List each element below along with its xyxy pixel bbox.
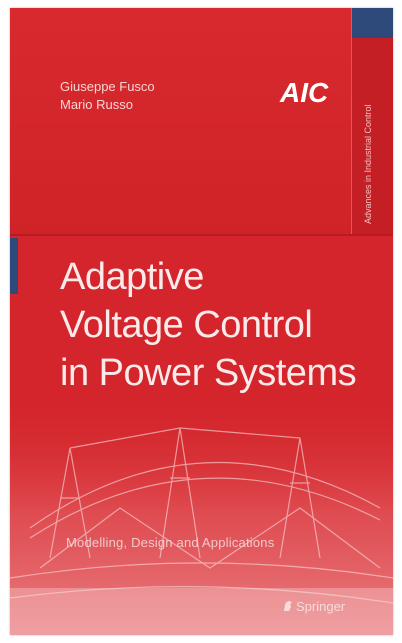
author-list: Giuseppe Fusco Mario Russo — [60, 78, 155, 114]
series-strip-blue-block — [352, 8, 393, 38]
series-title: Advances in Industrial Control — [363, 104, 373, 224]
aic-logo-text: AIC — [279, 77, 329, 108]
power-pylon-illustration — [10, 388, 393, 635]
title-line: Adaptive — [60, 256, 204, 298]
cover-top-panel — [10, 8, 352, 234]
title-line: Voltage Control — [60, 304, 313, 346]
publisher-name: Springer — [296, 599, 346, 614]
book-cover: Advances in Industrial Control Giuseppe … — [10, 8, 393, 635]
title-line: in Power Systems — [60, 352, 357, 394]
blue-accent-tab — [10, 238, 18, 294]
cover-divider — [10, 234, 393, 236]
springer-horse-icon — [284, 601, 292, 611]
series-strip: Advances in Industrial Control — [351, 8, 393, 234]
author-name: Giuseppe Fusco — [60, 79, 155, 94]
book-title: Adaptive Voltage Control in Power System… — [60, 253, 390, 397]
author-name: Mario Russo — [60, 97, 133, 112]
book-subtitle: Modelling, Design and Applications — [66, 535, 275, 550]
aic-logo: AIC — [279, 77, 329, 108]
